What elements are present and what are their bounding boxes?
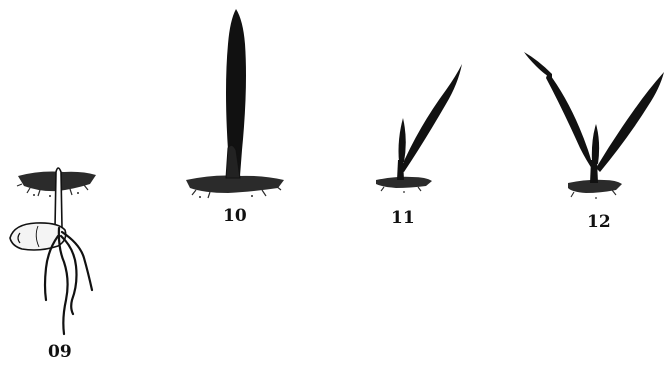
stage-11-soil-surface [376, 177, 432, 193]
stage-11-first-leaf-unfolded-illustration [376, 64, 462, 193]
stage-09-roots [45, 228, 92, 334]
stage-11-small-leaf [399, 118, 406, 162]
stage-10-soil-surface [186, 176, 284, 199]
stage-label-10: 10 [223, 208, 247, 225]
stage-09-germination-illustration [10, 168, 96, 334]
stage-label-11: 11 [391, 210, 415, 227]
stage-12-two-leaves-unfolded-illustration [524, 52, 664, 199]
stage-11-large-leaf [400, 64, 462, 172]
stage-12-left-leaf-blade [546, 72, 594, 172]
stage-12-center-leaf [592, 124, 599, 164]
stage-label-09: 09 [48, 344, 72, 361]
stage-10-first-leaf-illustration [186, 9, 284, 198]
stage-label-12: 12 [587, 214, 611, 231]
stage-12-right-leaf [596, 72, 664, 172]
stage-09-coleoptile [55, 168, 62, 228]
